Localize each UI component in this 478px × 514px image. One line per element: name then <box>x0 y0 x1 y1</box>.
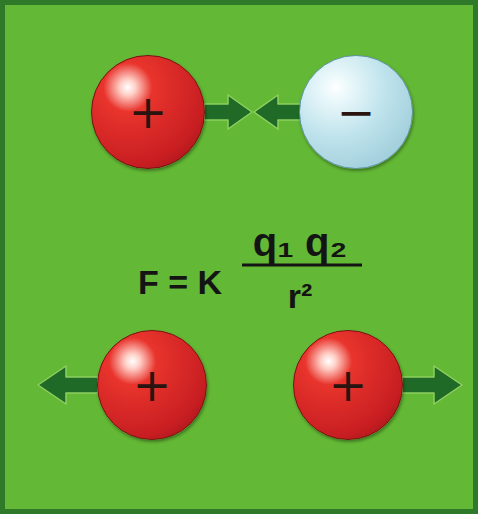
fraction-bar <box>242 264 362 267</box>
force-arrow <box>254 95 302 129</box>
formula-text: F = K <box>138 265 222 299</box>
force-arrow <box>402 366 462 404</box>
force-arrow <box>38 366 98 404</box>
formula-text: r² <box>288 279 313 313</box>
charge-sphere: + <box>91 55 205 169</box>
charge-sign: + <box>329 362 368 408</box>
charge-sign: − <box>337 89 376 135</box>
charge-sign: + <box>129 89 168 135</box>
charge-sphere: + <box>293 330 403 440</box>
force-arrow <box>204 95 252 129</box>
charge-sphere: − <box>299 55 413 169</box>
charge-sphere: + <box>97 330 207 440</box>
charge-sign: + <box>133 362 172 408</box>
formula-text: q₁ q₂ <box>253 222 347 262</box>
